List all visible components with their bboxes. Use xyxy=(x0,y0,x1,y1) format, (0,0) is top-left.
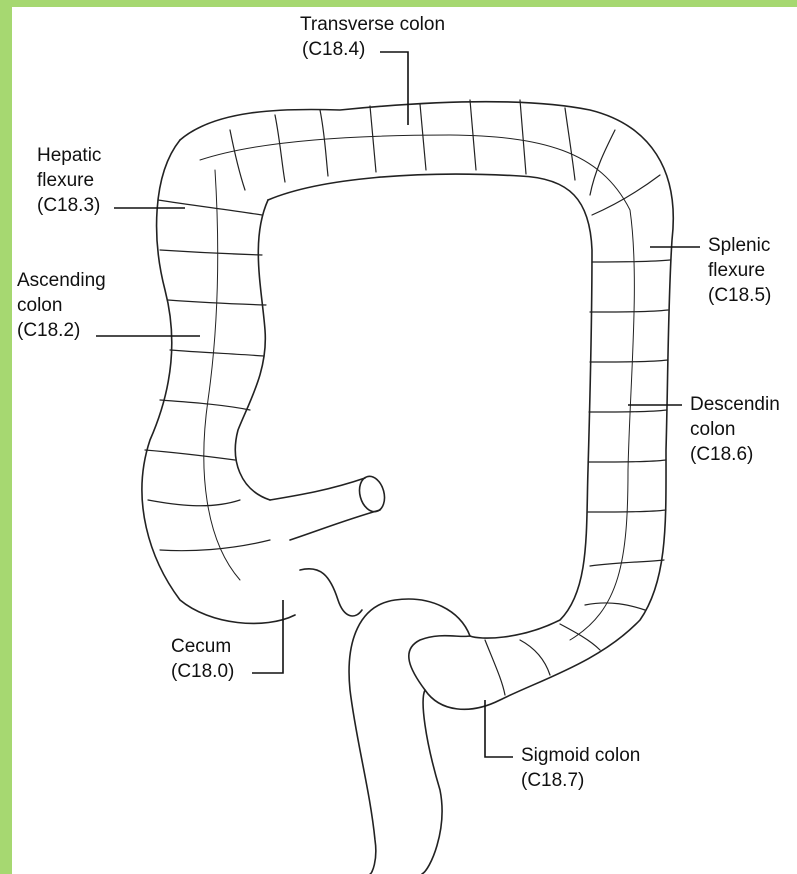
label-hepatic-line1: Hepatic xyxy=(37,143,101,168)
ascending-outer-outline xyxy=(142,140,295,623)
label-hepatic-flexure: Hepatic flexure (C18.3) xyxy=(37,143,101,218)
label-transverse-name: Transverse colon xyxy=(300,12,445,37)
ileum-outline xyxy=(270,478,380,540)
label-sigmoid-colon: Sigmoid colon (C18.7) xyxy=(521,743,640,793)
label-ascending-line1: Ascending xyxy=(17,268,106,293)
leader-cecum xyxy=(252,600,283,673)
label-descending-colon: Descendin colon (C18.6) xyxy=(690,392,780,467)
label-cecum-code: (C18.0) xyxy=(171,659,234,684)
label-hepatic-line2: flexure xyxy=(37,168,101,193)
label-splenic-line1: Splenic xyxy=(708,233,771,258)
leader-transverse xyxy=(380,52,408,125)
label-splenic-flexure: Splenic flexure (C18.5) xyxy=(708,233,771,308)
label-cecum: Cecum (C18.0) xyxy=(171,634,234,684)
label-transverse-colon: Transverse colon (C18.4) xyxy=(300,12,445,62)
label-sigmoid-code: (C18.7) xyxy=(521,768,640,793)
label-descending-line2: colon xyxy=(690,417,780,442)
label-ascending-colon: Ascending colon (C18.2) xyxy=(17,268,106,343)
colon-inner-outline xyxy=(268,174,592,638)
leader-sigmoid xyxy=(485,700,513,757)
rectum-outline xyxy=(349,599,470,874)
label-descending-code: (C18.6) xyxy=(690,442,780,467)
label-sigmoid-name: Sigmoid colon xyxy=(521,743,640,768)
appendix-outline xyxy=(300,569,362,616)
label-cecum-name: Cecum xyxy=(171,634,234,659)
sigmoid-loop-outline xyxy=(409,636,470,690)
ascending-inner-outline xyxy=(235,200,270,500)
label-ascending-line2: colon xyxy=(17,293,106,318)
label-splenic-code: (C18.5) xyxy=(708,283,771,308)
label-transverse-code: (C18.4) xyxy=(300,37,445,62)
label-hepatic-code: (C18.3) xyxy=(37,193,101,218)
label-descending-line1: Descendin xyxy=(690,392,780,417)
label-splenic-line2: flexure xyxy=(708,258,771,283)
label-ascending-code: (C18.2) xyxy=(17,318,106,343)
